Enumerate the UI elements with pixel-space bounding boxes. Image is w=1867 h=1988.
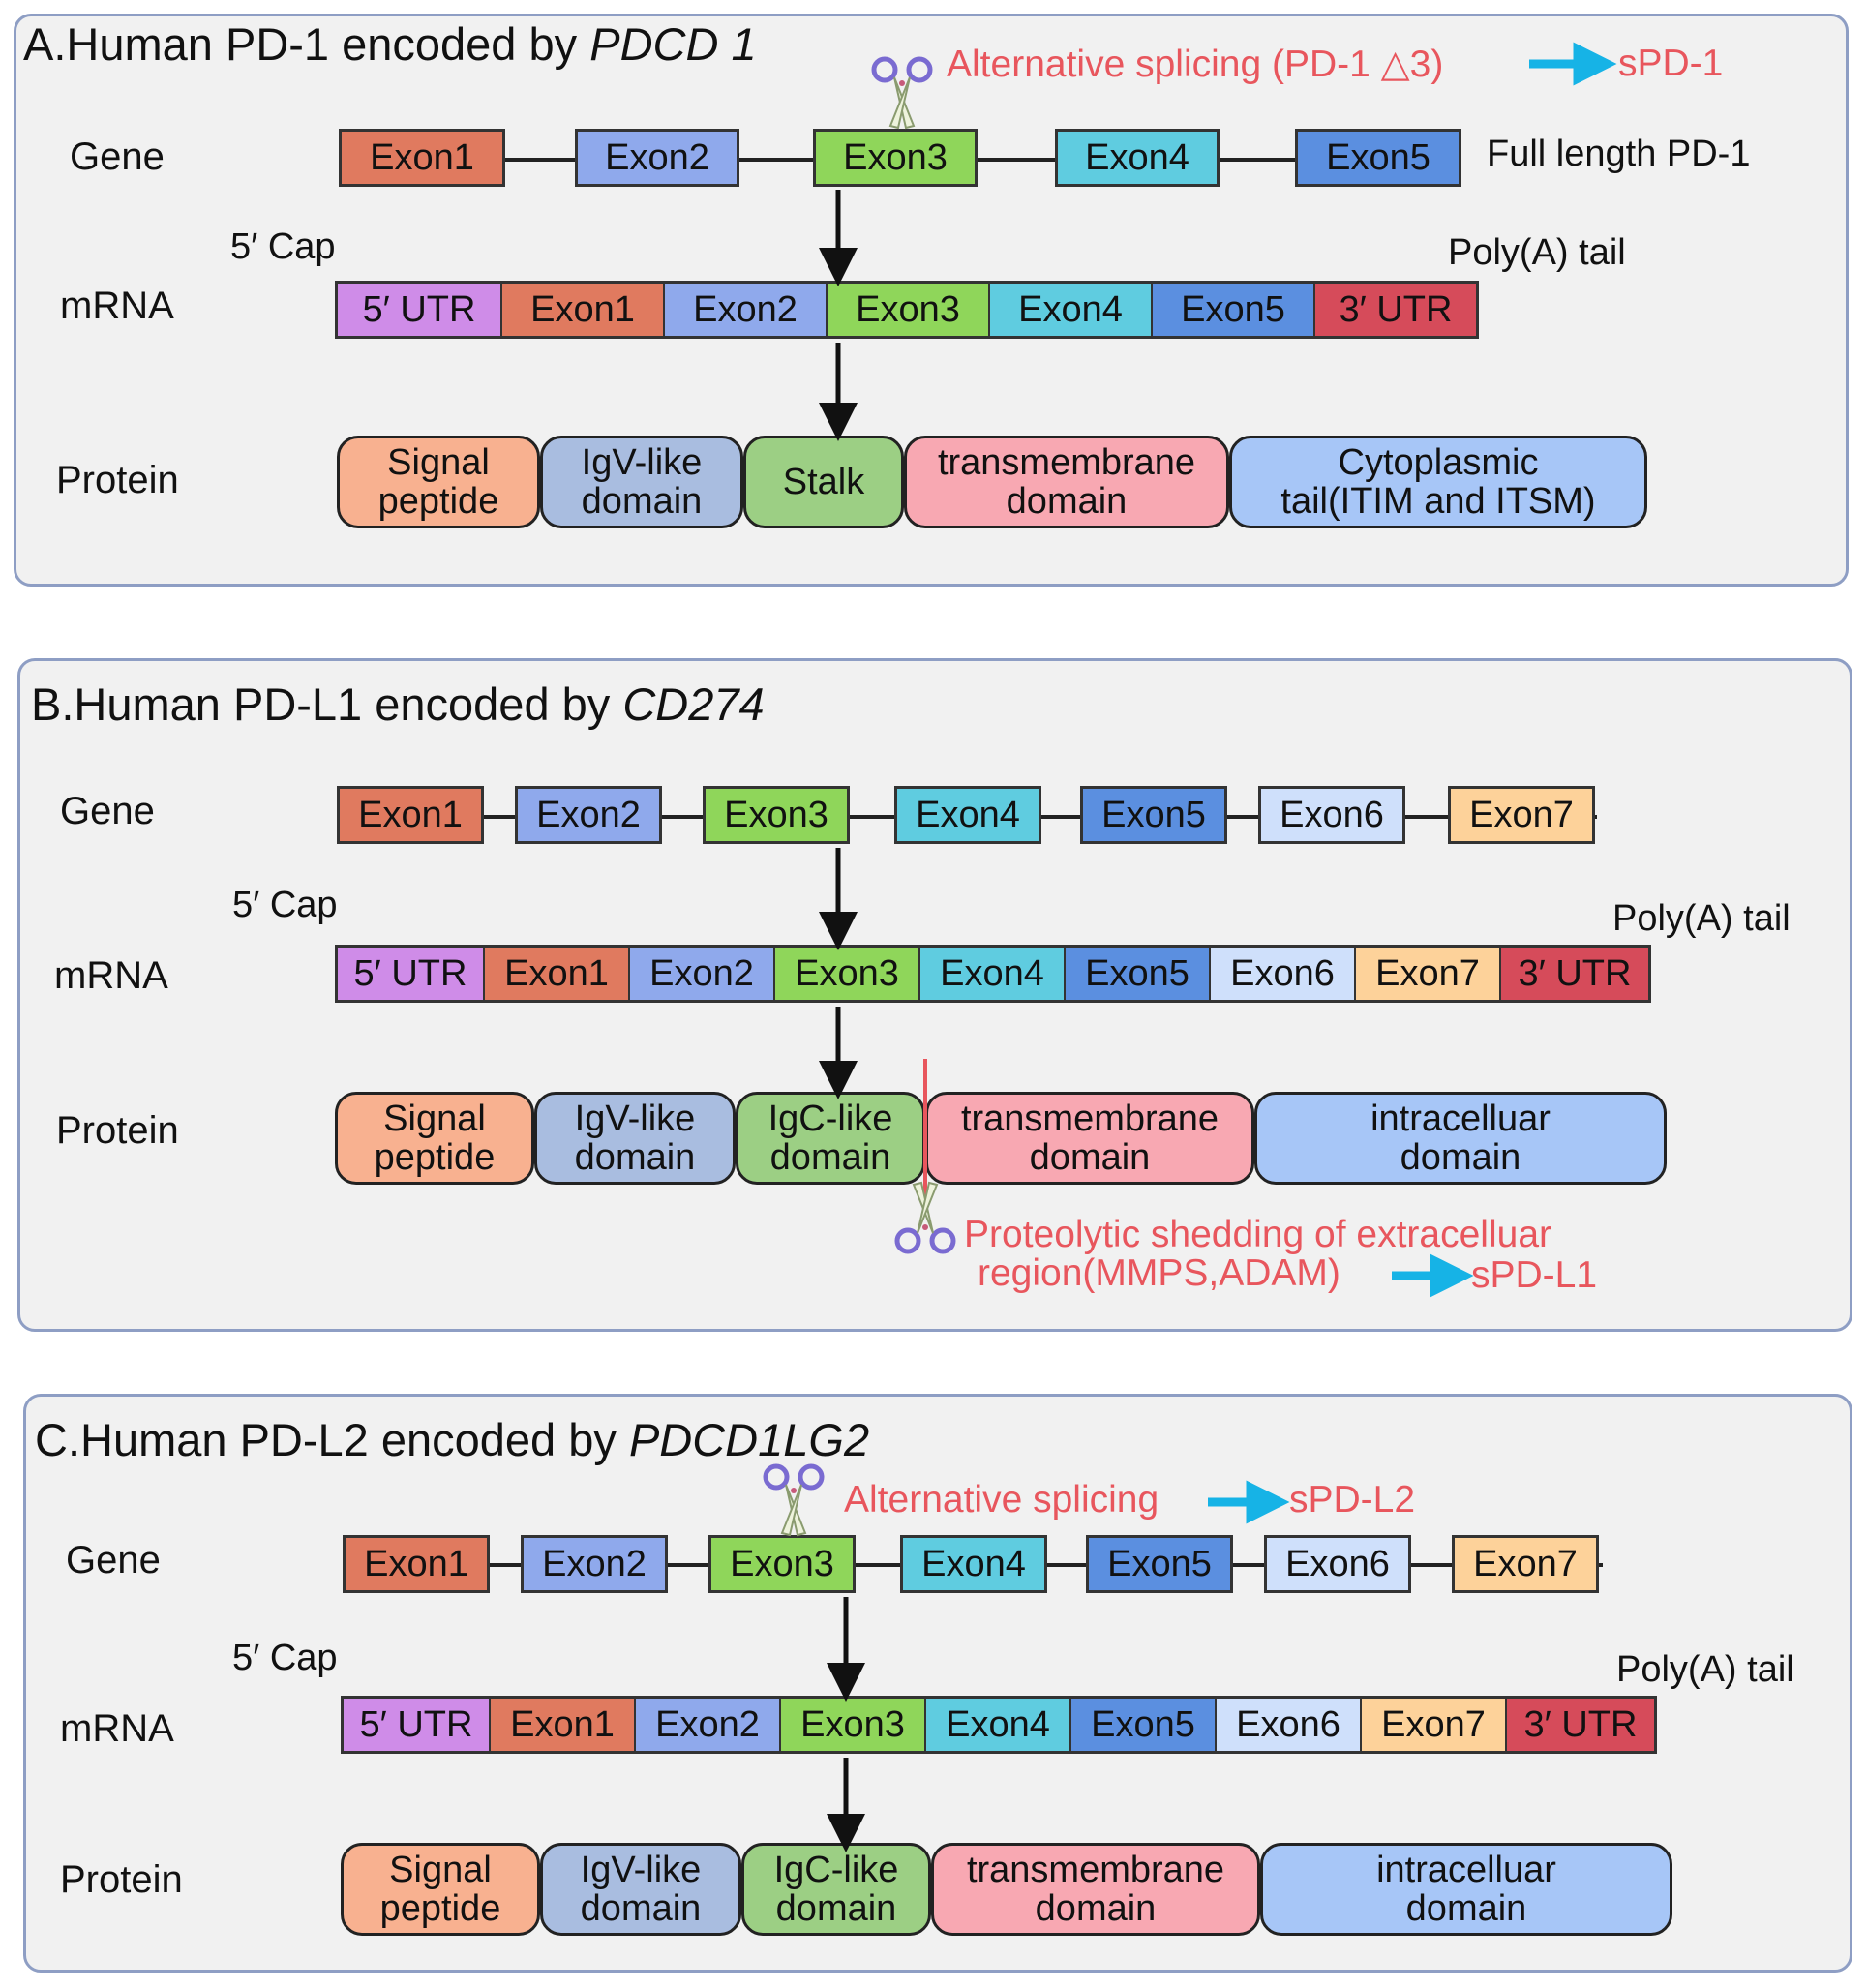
panel-b-mrna-utr5: 5′ UTR	[338, 948, 485, 1000]
panel-a-cap: 5′ Cap	[230, 226, 336, 267]
panel-c-mrna-utr3: 3′ UTR	[1507, 1699, 1654, 1751]
panel-b-gene-exon7: Exon7	[1448, 786, 1595, 844]
panel-c-splice-text: Alternative splicing	[844, 1479, 1159, 1521]
panel-b-cap: 5′ Cap	[232, 885, 338, 925]
panel-c-scissors-icon	[763, 1463, 825, 1537]
panel-c-gene-exon3: Exon3	[708, 1535, 856, 1593]
panel-a-gene-exon1: Exon1	[339, 129, 505, 187]
panel-b-shed-text-2: region(MMPS,ADAM)	[978, 1252, 1340, 1294]
panel-c-mrna-exon2: Exon2	[636, 1699, 781, 1751]
panel-b-gene-exon5: Exon5	[1080, 786, 1227, 844]
panel-c-gene-exon1: Exon1	[343, 1535, 490, 1593]
panel-c-mrna-utr5: 5′ UTR	[344, 1699, 491, 1751]
panel-c-mrna-exon7: Exon7	[1362, 1699, 1507, 1751]
panel-b-mrna-utr3: 3′ UTR	[1501, 948, 1648, 1000]
panel-a-mrna-utr3: 3′ UTR	[1315, 284, 1476, 336]
panel-b-title: B.Human PD-L1 encoded by CD274	[31, 678, 765, 730]
panel-b-mrna-exon3: Exon3	[775, 948, 920, 1000]
panel-b-scissors-icon	[894, 1181, 956, 1254]
panel-c-gene-exon6: Exon6	[1264, 1535, 1411, 1593]
panel-b-mrna-label: mRNA	[54, 954, 168, 997]
panel-c-mrna-label: mRNA	[60, 1707, 174, 1750]
panel-a-full-length: Full length PD-1	[1487, 134, 1751, 174]
panel-b-gene-exon6: Exon6	[1258, 786, 1405, 844]
panel-b-shed-text-1: Proteolytic shedding of extracelluar	[964, 1214, 1551, 1255]
panel-c-gene-exon2: Exon2	[521, 1535, 668, 1593]
panel-a-gene-exon2: Exon2	[575, 129, 739, 187]
panel-b-mrna-exon7: Exon7	[1356, 948, 1501, 1000]
panel-c-mrna-exon6: Exon6	[1217, 1699, 1362, 1751]
panel-c-mrna-exon3: Exon3	[781, 1699, 926, 1751]
panel-c-gene-exon5: Exon5	[1086, 1535, 1233, 1593]
panel-a-gene-exon5: Exon5	[1295, 129, 1461, 187]
panel-c-gene-label: Gene	[66, 1539, 161, 1581]
panel-a-gene-label: Gene	[70, 136, 165, 178]
panel-b-mrna-exon5: Exon5	[1066, 948, 1211, 1000]
panel-c-polya: Poly(A) tail	[1616, 1649, 1794, 1690]
panel-a-gene-exon3: Exon3	[813, 129, 978, 187]
panel-b-gene-exon1: Exon1	[337, 786, 484, 844]
panel-a-mrna-exon3: Exon3	[828, 284, 990, 336]
panel-b-protein-label: Protein	[56, 1109, 179, 1152]
panel-c-protein-label: Protein	[60, 1858, 183, 1901]
panel-c-title: C.Human PD-L2 encoded by PDCD1LG2	[35, 1414, 870, 1465]
panel-b-gene-exon2: Exon2	[515, 786, 662, 844]
panel-c-mrna: 5′ UTR Exon1 Exon2 Exon3 Exon4 Exon5 Exo…	[341, 1696, 1657, 1754]
panel-a-mrna-label: mRNA	[60, 285, 174, 327]
panel-c-mrna-exon5: Exon5	[1071, 1699, 1217, 1751]
panel-c-gene-exon4: Exon4	[900, 1535, 1047, 1593]
panel-c-mrna-exon4: Exon4	[926, 1699, 1071, 1751]
panel-b-mrna: 5′ UTR Exon1 Exon2 Exon3 Exon4 Exon5 Exo…	[335, 945, 1651, 1003]
panel-c-mrna-exon1: Exon1	[491, 1699, 636, 1751]
panel-a-mrna-exon4: Exon4	[990, 284, 1153, 336]
panel-c-gene-exon7: Exon7	[1452, 1535, 1599, 1593]
panel-b-mrna-exon4: Exon4	[920, 948, 1066, 1000]
panel-c-splice-product: sPD-L2	[1289, 1479, 1416, 1521]
panel-a-polya: Poly(A) tail	[1448, 232, 1626, 273]
panel-a-mrna: 5′ UTR Exon1 Exon2 Exon3 Exon4 Exon5 3′ …	[335, 281, 1479, 339]
panel-a-mrna-utr5: 5′ UTR	[338, 284, 502, 336]
panel-b-gene-exon3: Exon3	[703, 786, 850, 844]
panel-a-splice-text: Alternative splicing (PD-1 △3)	[947, 44, 1444, 85]
panel-c-cap: 5′ Cap	[232, 1638, 338, 1678]
panel-a-mrna-exon2: Exon2	[665, 284, 828, 336]
panel-a-mrna-exon1: Exon1	[502, 284, 665, 336]
panel-b-polya: Poly(A) tail	[1612, 898, 1791, 939]
panel-b-shed-product: sPD-L1	[1471, 1254, 1598, 1296]
panel-b-mrna-exon2: Exon2	[630, 948, 775, 1000]
panel-a-scissors-icon	[871, 56, 933, 130]
panel-a-title: A.Human PD-1 encoded by PDCD 1	[23, 18, 757, 70]
panel-a-protein-label: Protein	[56, 459, 179, 501]
panel-a-domain-stalk: Stalk	[743, 436, 904, 528]
panel-b-mrna-exon1: Exon1	[485, 948, 630, 1000]
panel-b-gene-exon4: Exon4	[894, 786, 1041, 844]
panel-b-mrna-exon6: Exon6	[1211, 948, 1356, 1000]
panel-a-splice-product: sPD-1	[1618, 43, 1724, 84]
panel-a-mrna-exon5: Exon5	[1153, 284, 1315, 336]
panel-b-gene-label: Gene	[60, 790, 155, 832]
panel-a-gene-exon4: Exon4	[1055, 129, 1220, 187]
